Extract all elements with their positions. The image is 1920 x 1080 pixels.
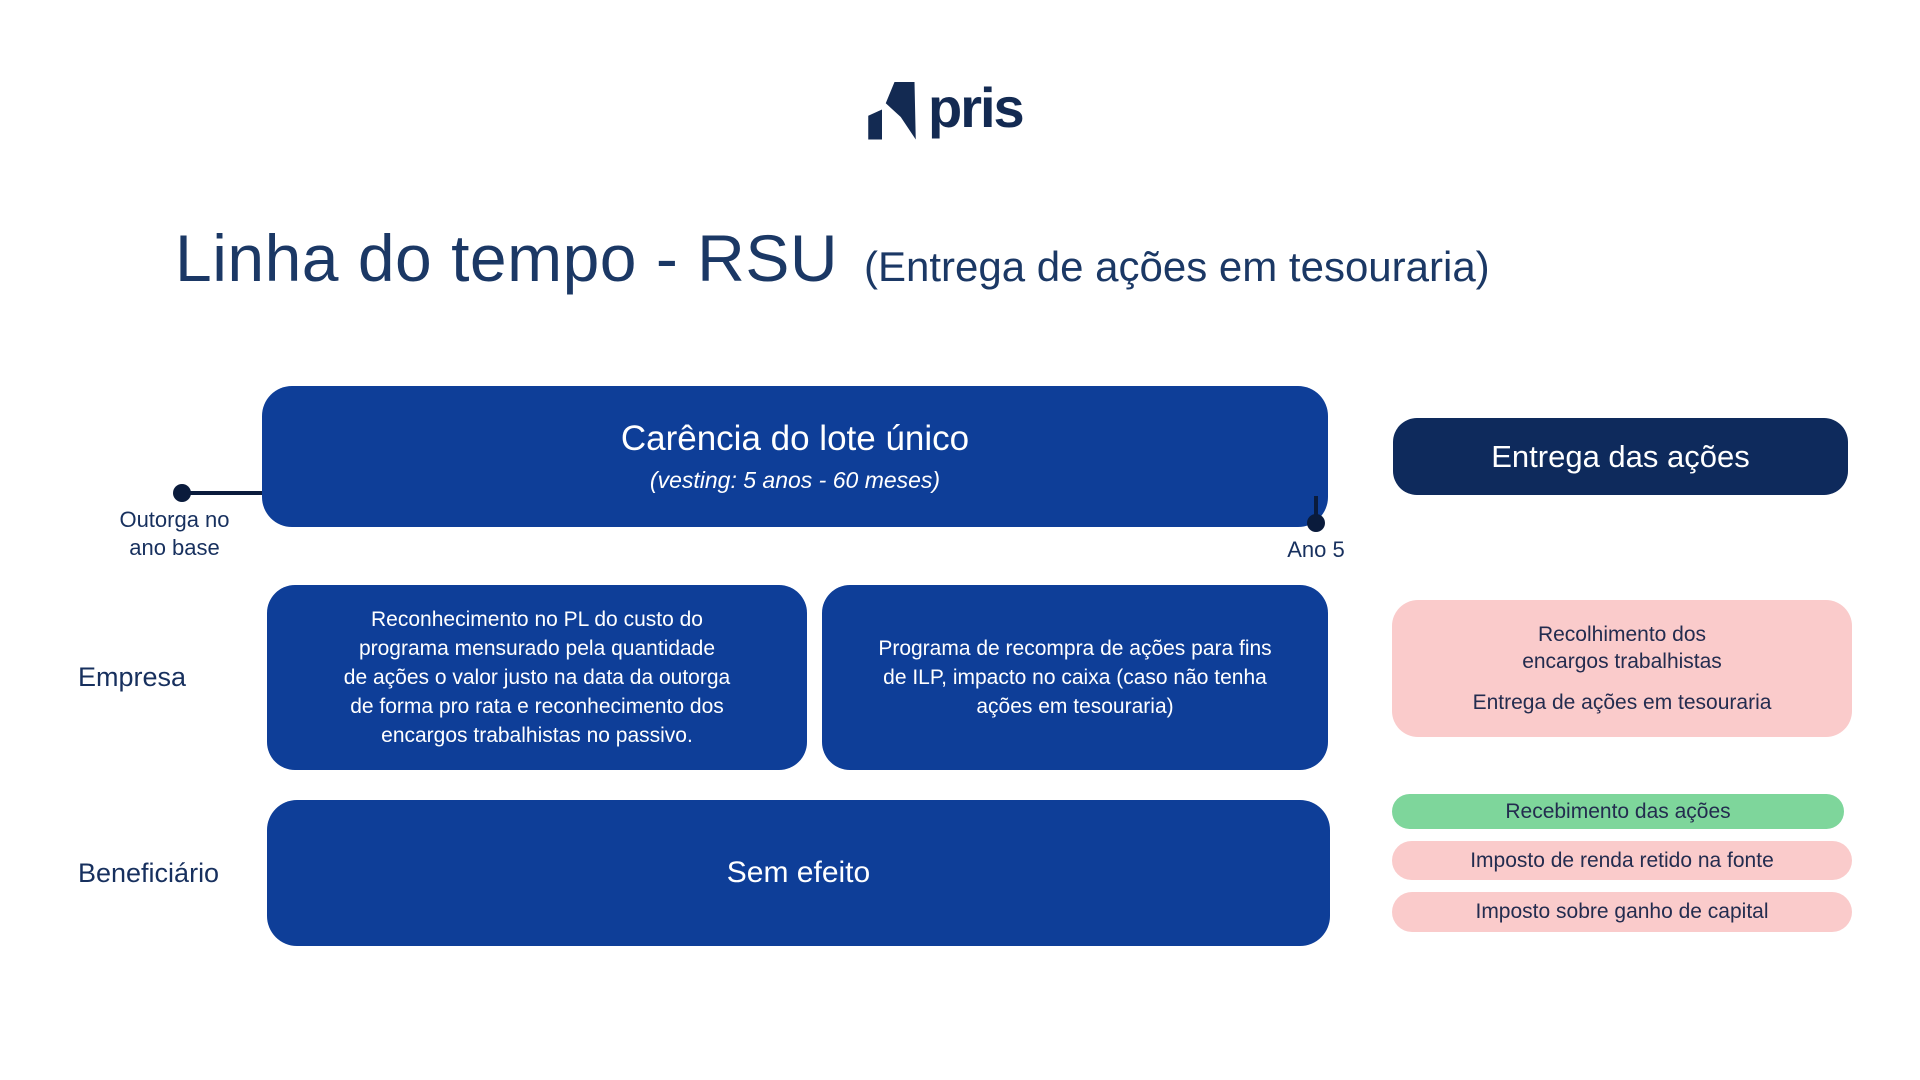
timeline-start-label: Outorga no ano base: [87, 506, 262, 562]
beneficiario-capital-gain-tax-pill: Imposto sobre ganho de capital: [1392, 892, 1852, 932]
beneficiario-income-tax-pill: Imposto de renda retido na fonte: [1392, 841, 1852, 880]
empresa-box1-line4: de forma pro rata e reconhecimento dos: [350, 695, 724, 718]
page-title: Linha do tempo - RSU (Entrega de ações em…: [175, 212, 1490, 304]
page-title-subtitle: (Entrega de ações em tesouraria): [864, 243, 1490, 290]
timeline-start-label-line1: Outorga no: [119, 507, 230, 532]
empresa-accounting-box: Reconhecimento no PL do custo do program…: [267, 585, 807, 770]
timeline-end-label: Ano 5: [1287, 537, 1345, 562]
pris-logo: pris: [866, 76, 1025, 142]
timeline-end-line: [1314, 496, 1318, 518]
vesting-box-title: Carência do lote único: [620, 419, 970, 458]
empresa-box1-line3: de ações o valor justo na data da outorg…: [343, 666, 731, 689]
empresa-box2-line3: ações em tesouraria): [976, 695, 1174, 718]
empresa-box1-line5: encargos trabalhistas no passivo.: [381, 724, 693, 747]
share-delivery-box: Entrega das ações: [1393, 418, 1848, 495]
pris-logo-wordmark: pris: [928, 76, 1025, 139]
empresa-buyback-box: Programa de recompra de ações para fins …: [822, 585, 1328, 770]
empresa-charges-line1: Recolhimento dos: [1537, 623, 1707, 646]
empresa-box1-line1: Reconhecimento no PL do custo do: [371, 608, 703, 631]
vesting-box-subtitle: (vesting: 5 anos - 60 meses): [649, 467, 941, 493]
empresa-box1-line2: programa mensurado pela quantidade: [358, 637, 716, 660]
page-title-main: Linha do tempo - RSU: [175, 221, 839, 295]
beneficiario-receive-shares-pill: Recebimento das ações: [1392, 794, 1844, 829]
timeline-end-dot: [1307, 514, 1325, 532]
empresa-box2-line2: de ILP, impacto no caixa (caso não tenha: [883, 666, 1267, 689]
timeline-start-dot: [173, 484, 191, 502]
row-label-beneficiario: Beneficiário: [78, 858, 220, 888]
timeline-start-label-line2: ano base: [129, 535, 220, 560]
empresa-charges-box: Recolhimento dos encargos trabalhistas E…: [1392, 600, 1852, 737]
pris-logo-arrow-icon: [868, 82, 916, 140]
empresa-buyback-text: Programa de recompra de ações para fins …: [878, 634, 1271, 721]
beneficiario-no-effect-box: Sem efeito: [267, 800, 1330, 946]
empresa-box2-line1: Programa de recompra de ações para fins: [878, 637, 1272, 660]
timeline-start-line: [182, 491, 262, 495]
empresa-charges-line3: Entrega de ações em tesouraria: [1472, 691, 1772, 714]
vesting-period-box: Carência do lote único (vesting: 5 anos …: [262, 386, 1328, 527]
row-label-empresa: Empresa: [78, 662, 187, 692]
empresa-accounting-text: Reconhecimento no PL do custo do program…: [344, 605, 730, 750]
empresa-charges-line2: encargos trabalhistas: [1522, 650, 1722, 673]
